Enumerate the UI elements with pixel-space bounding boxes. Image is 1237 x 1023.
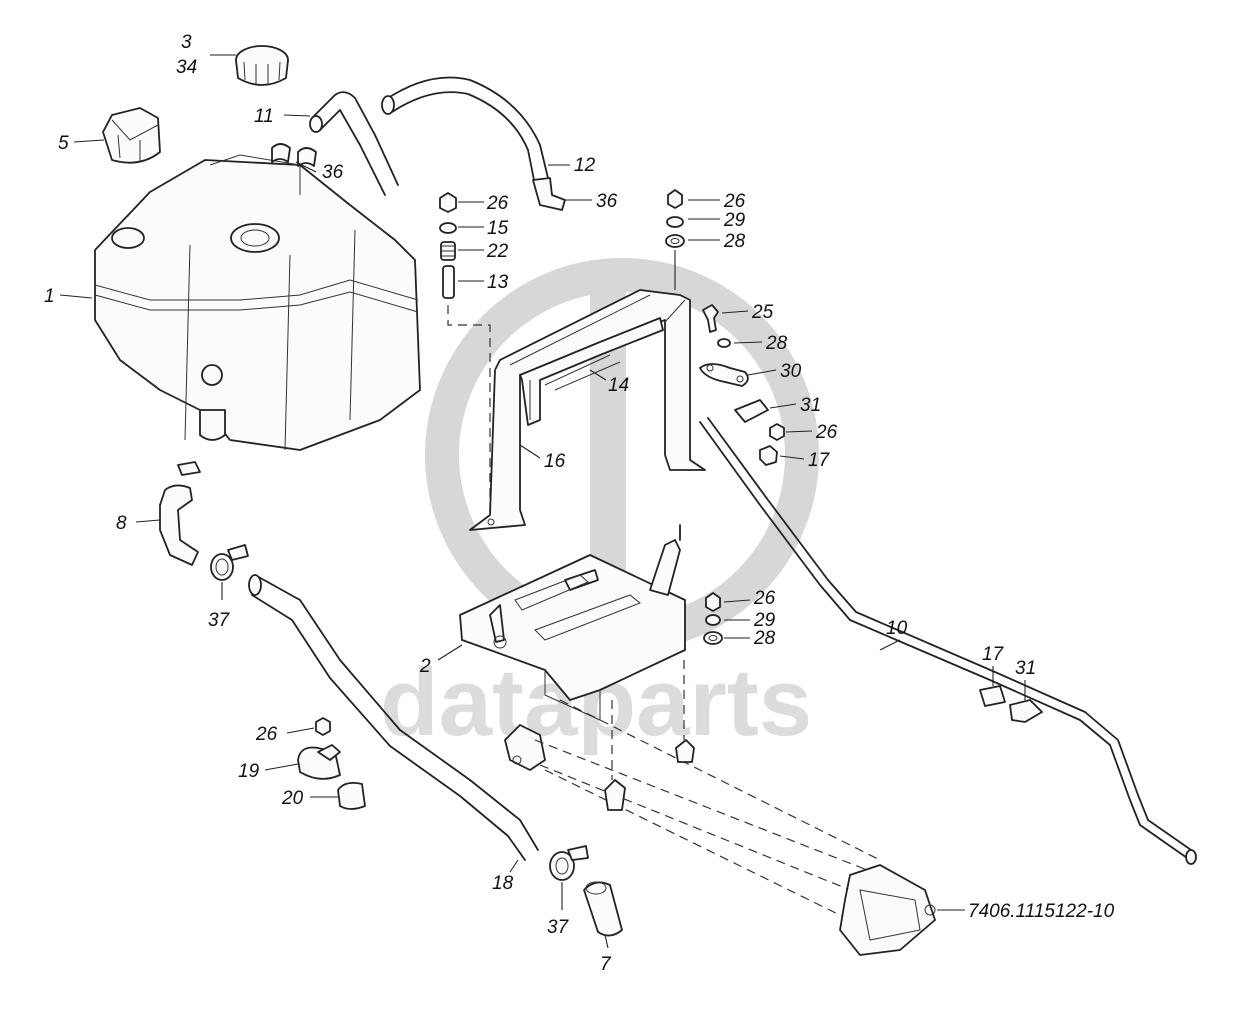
callout-17-lower: 17	[982, 644, 1005, 665]
clamp-37-lower[interactable]	[549, 845, 589, 881]
mounting-plate[interactable]	[459, 524, 686, 721]
callout-28-upper: 28	[723, 231, 746, 252]
callout-15: 15	[487, 218, 509, 239]
tube-fittings[interactable]	[979, 685, 1043, 723]
callout-assembly-number: 7406.1115122-10	[968, 901, 1115, 922]
callout-30: 30	[780, 361, 802, 382]
pressure-cap[interactable]	[102, 107, 161, 164]
filler-cap[interactable]	[235, 45, 289, 86]
hose-12[interactable]	[381, 76, 566, 211]
callout-19: 19	[238, 761, 260, 782]
hose-11[interactable]	[309, 91, 399, 196]
callout-1: 1	[44, 286, 55, 307]
clamp-19-group[interactable]	[297, 717, 366, 810]
callout-3: 3	[181, 32, 192, 53]
hose-7[interactable]	[583, 881, 623, 937]
leader-lines	[59, 54, 1026, 949]
callout-31-upper: 31	[800, 395, 821, 416]
tank-bracket[interactable]	[469, 289, 706, 531]
callout-2: 2	[419, 656, 431, 677]
callout-20: 20	[281, 788, 304, 809]
fastener-stack-left[interactable]	[439, 192, 491, 520]
callout-18: 18	[492, 873, 514, 894]
callout-37-upper: 37	[208, 610, 231, 631]
expansion-tank[interactable]	[94, 154, 421, 451]
callout-26-nut: 26	[815, 422, 838, 443]
small-hardware-right[interactable]	[699, 304, 785, 466]
rail-assembly[interactable]	[504, 660, 936, 956]
callout-34: 34	[176, 57, 197, 78]
callout-22: 22	[486, 241, 509, 262]
fastener-stack-lower-right[interactable]	[703, 592, 723, 645]
callout-37-lower: 37	[547, 917, 570, 938]
tube-10[interactable]	[699, 417, 1197, 865]
callout-12: 12	[574, 155, 596, 176]
callout-26-stack-left: 26	[486, 193, 509, 214]
callout-31-lower: 31	[1015, 658, 1036, 679]
callout-17-upper: 17	[808, 450, 831, 471]
fastener-stack-upper-right[interactable]	[665, 189, 685, 290]
callout-10: 10	[886, 618, 908, 639]
callout-5: 5	[58, 133, 69, 154]
callout-36-upper: 36	[322, 162, 344, 183]
hose-18[interactable]	[248, 574, 539, 861]
callout-11: 11	[254, 106, 274, 127]
callout-28-lower: 28	[753, 628, 776, 649]
callout-14: 14	[608, 375, 629, 396]
callout-29-lower: 29	[753, 610, 776, 631]
callout-28-bolt: 28	[765, 333, 788, 354]
callout-8: 8	[116, 513, 127, 534]
callout-labels: 3 34 5 11 36 12 36 26 15 22 13 26 29 28 …	[44, 32, 1115, 975]
callout-7: 7	[600, 954, 612, 975]
callout-36-fitting: 36	[596, 191, 618, 212]
clamp-37-upper[interactable]	[210, 544, 249, 581]
callout-25: 25	[751, 302, 774, 323]
hose-8[interactable]	[159, 461, 201, 566]
callout-29-upper: 29	[723, 210, 746, 231]
callout-16: 16	[544, 451, 566, 472]
callout-26-lower: 26	[753, 588, 776, 609]
clamps-36-upper[interactable]	[271, 143, 317, 167]
callout-26-clamp: 26	[255, 724, 278, 745]
callout-13: 13	[487, 272, 509, 293]
callout-26-stack-right: 26	[723, 191, 746, 212]
